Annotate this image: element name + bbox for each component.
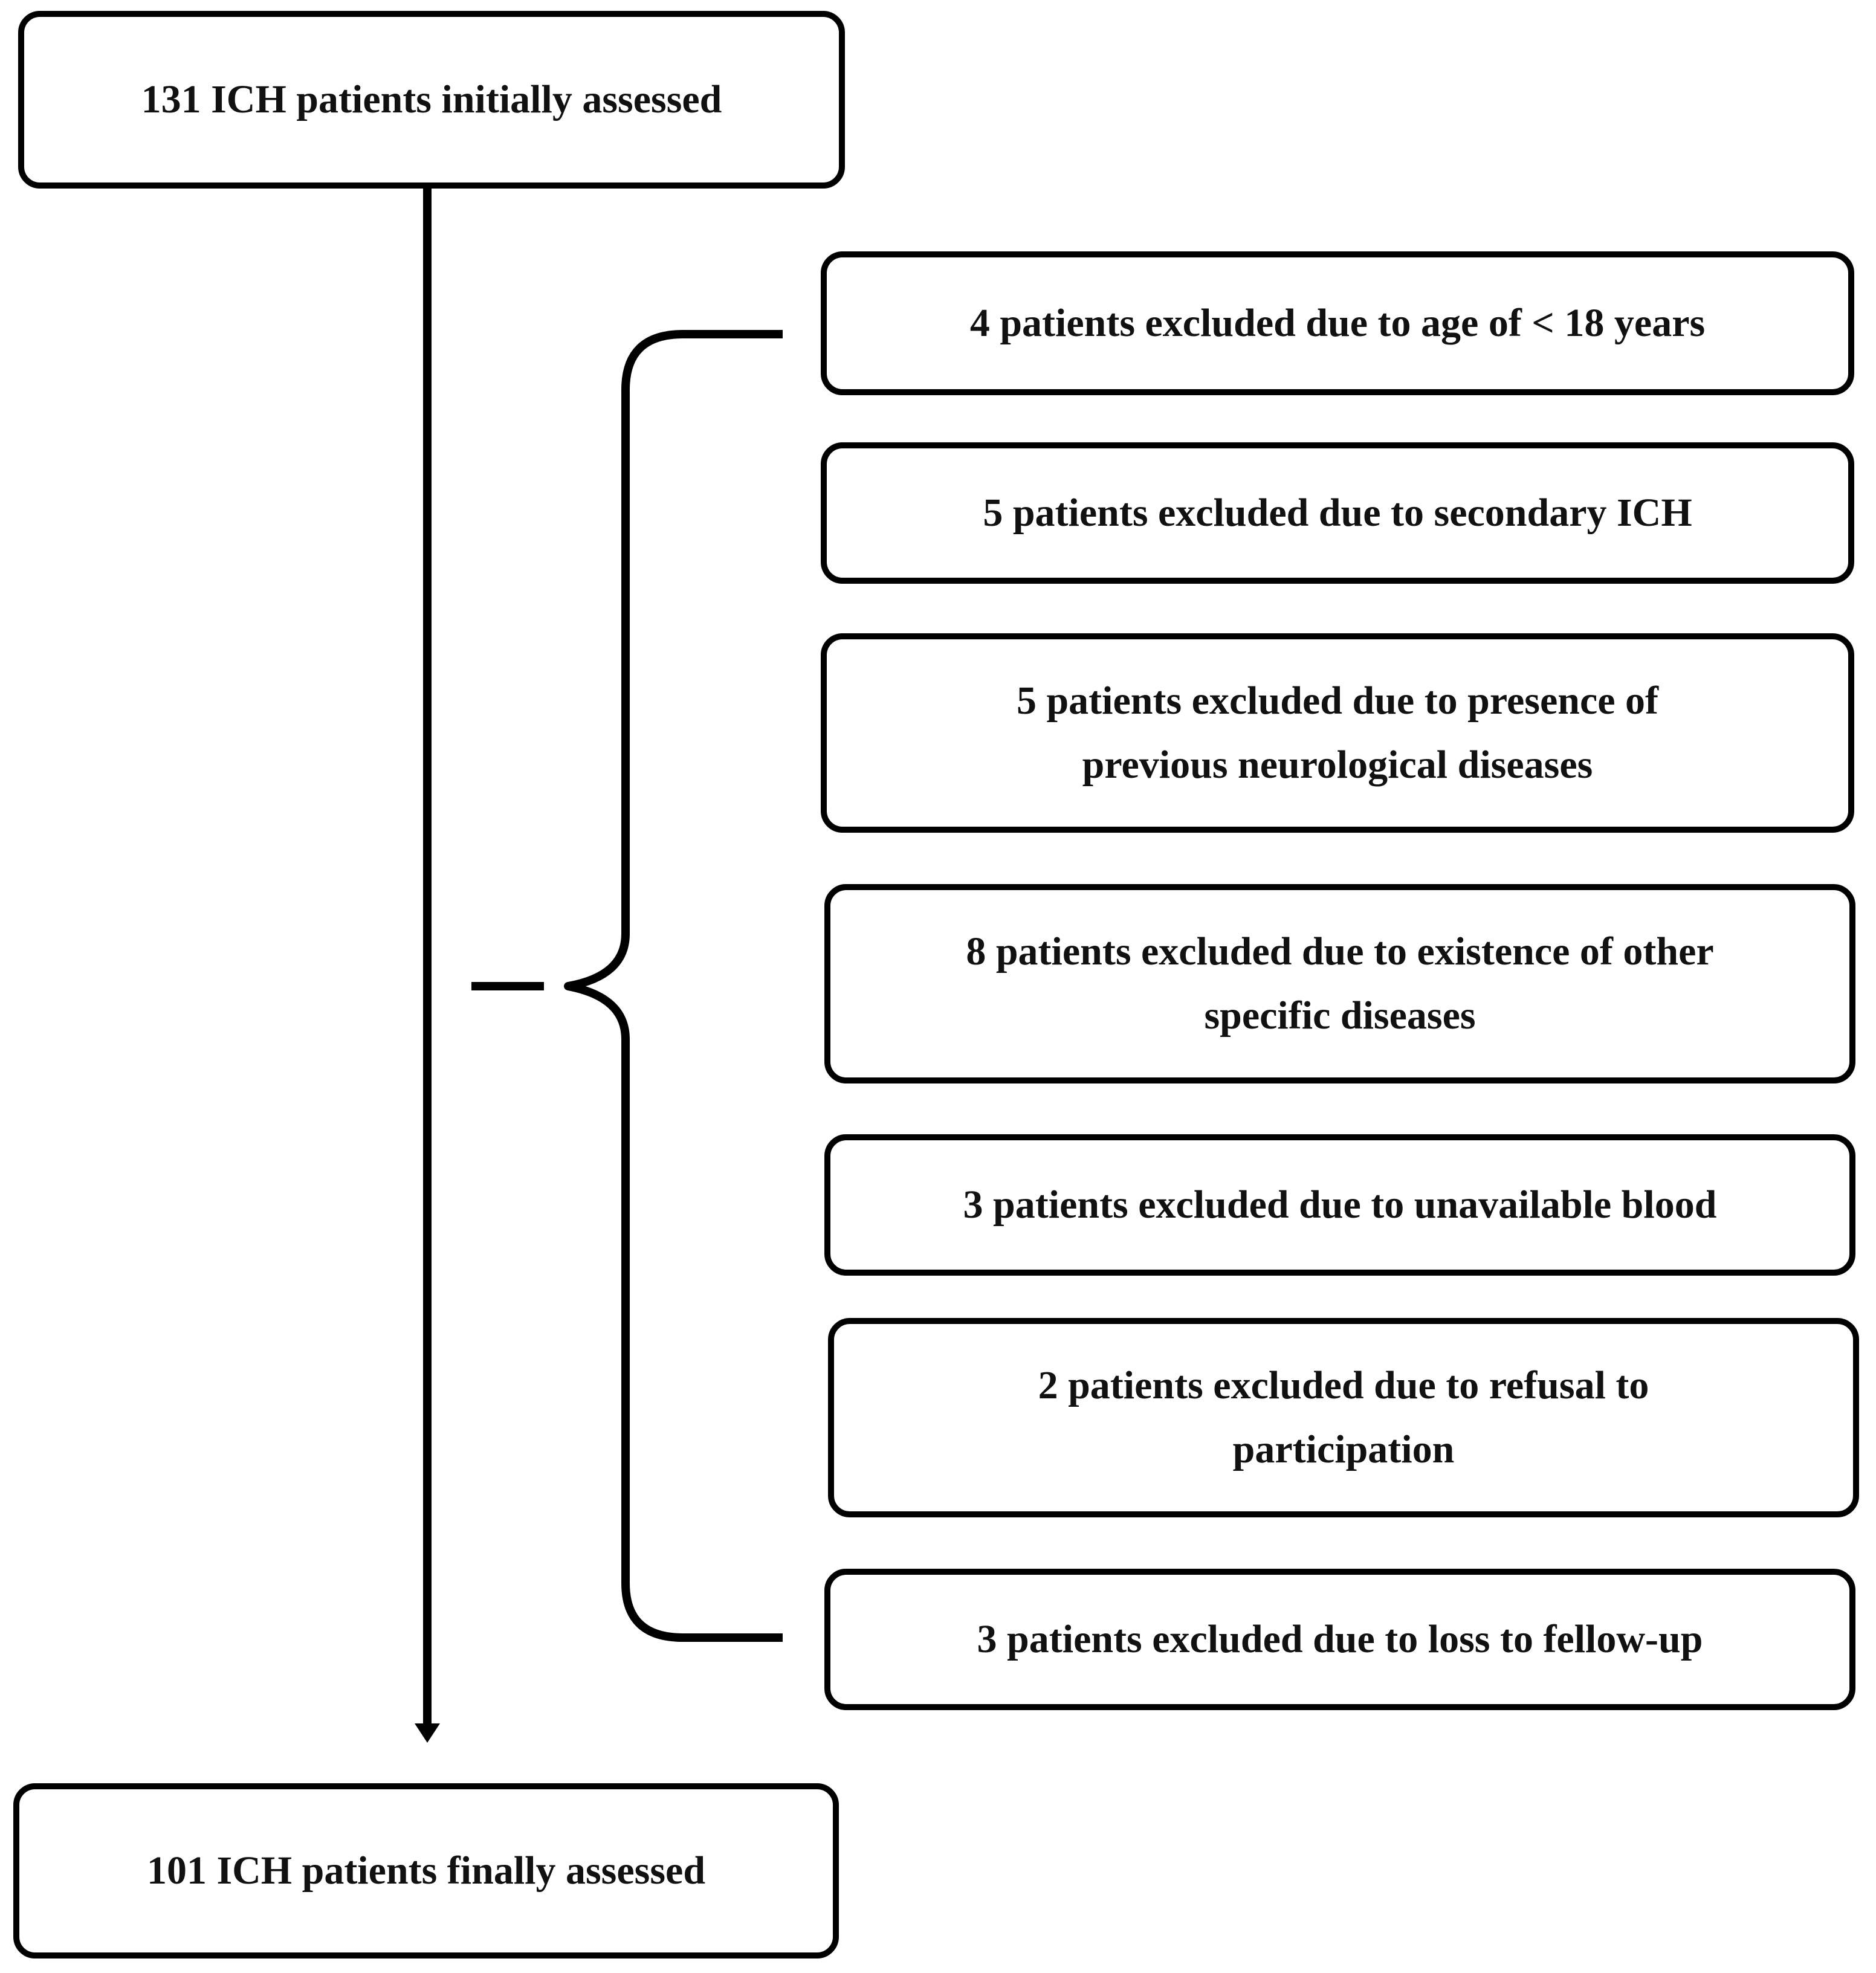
exclusion-line: 5 patients excluded due to secondary ICH xyxy=(983,491,1692,535)
exclusion-line: participation xyxy=(1232,1427,1455,1471)
exclusion-line: 4 patients excluded due to age of < 18 y… xyxy=(969,301,1706,346)
exclusion-line: 3 patients excluded due to loss to fello… xyxy=(977,1617,1703,1662)
exclusion-line: previous neurological diseases xyxy=(1082,743,1593,787)
start-label: 131 ICH patients initially assessed xyxy=(141,77,722,122)
exclusion-box-age: 4 patients excluded due to age of < 18 y… xyxy=(821,251,1854,395)
exclusion-box-follow-up: 3 patients excluded due to loss to fello… xyxy=(824,1569,1855,1710)
exclusion-box-other-diseases: 8 patients excluded due to existence of … xyxy=(824,884,1855,1083)
exclusion-line: 3 patients excluded due to unavailable b… xyxy=(963,1183,1717,1227)
exclusion-line: 8 patients excluded due to existence of … xyxy=(966,929,1714,974)
main-flow-arrowhead xyxy=(415,1723,440,1743)
exclusion-box-refusal: 2 patients excluded due to refusal to pa… xyxy=(828,1318,1859,1517)
end-box: 101 ICH patients finally assessed xyxy=(13,1783,839,1958)
exclusion-box-neurological: 5 patients excluded due to presence of p… xyxy=(821,633,1854,833)
exclusion-line: 5 patients excluded due to presence of xyxy=(1016,679,1659,723)
exclusion-bracket xyxy=(564,330,783,1642)
end-label: 101 ICH patients finally assessed xyxy=(146,1849,706,1893)
start-box: 131 ICH patients initially assessed xyxy=(18,11,845,189)
exclusion-line: 2 patients excluded due to refusal to xyxy=(1038,1363,1649,1408)
exclusion-box-secondary-ich: 5 patients excluded due to secondary ICH xyxy=(821,442,1854,584)
exclusion-box-blood: 3 patients excluded due to unavailable b… xyxy=(824,1134,1855,1276)
exclusion-line: specific diseases xyxy=(1204,993,1476,1038)
